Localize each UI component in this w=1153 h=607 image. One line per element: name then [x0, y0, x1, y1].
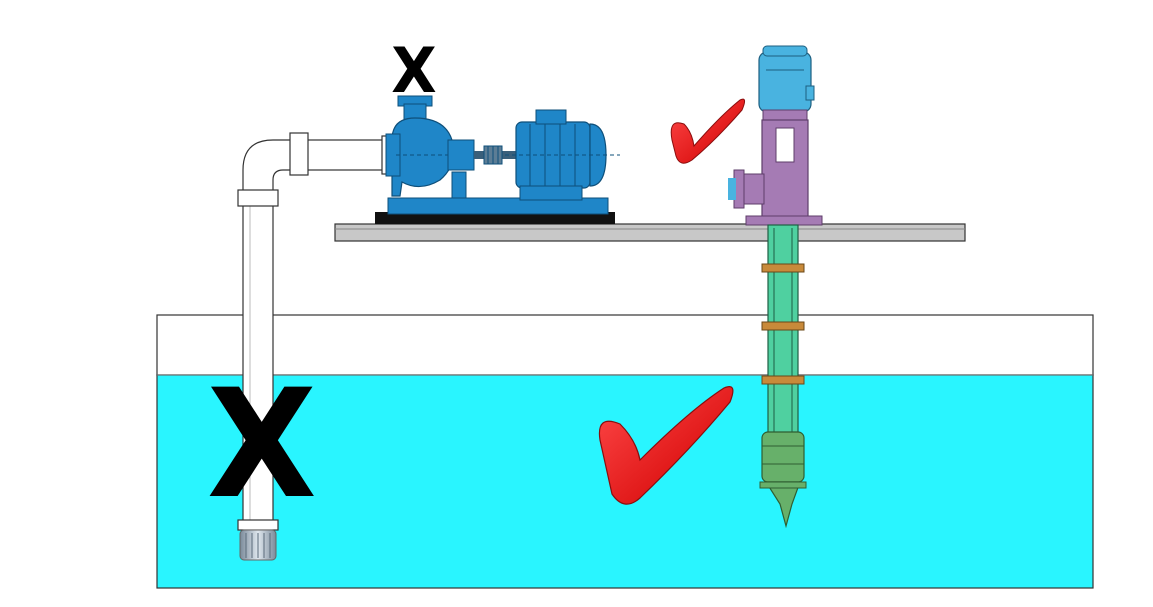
suction-pipe — [237, 132, 397, 531]
vertical-motor — [758, 51, 812, 113]
foot-strainer — [239, 529, 277, 561]
x-mark-icon: X — [391, 34, 437, 107]
check-mark-icon — [598, 386, 734, 505]
tank-air-space — [156, 314, 1094, 376]
x-mark-icon: X — [206, 358, 317, 532]
baseplate — [375, 212, 615, 224]
bowl-assembly — [761, 431, 805, 483]
vertical-turbine-pump — [728, 45, 823, 529]
check-mark-icon — [670, 98, 746, 164]
horizontal-pump-unit — [375, 95, 620, 224]
platform-slab — [334, 223, 966, 242]
